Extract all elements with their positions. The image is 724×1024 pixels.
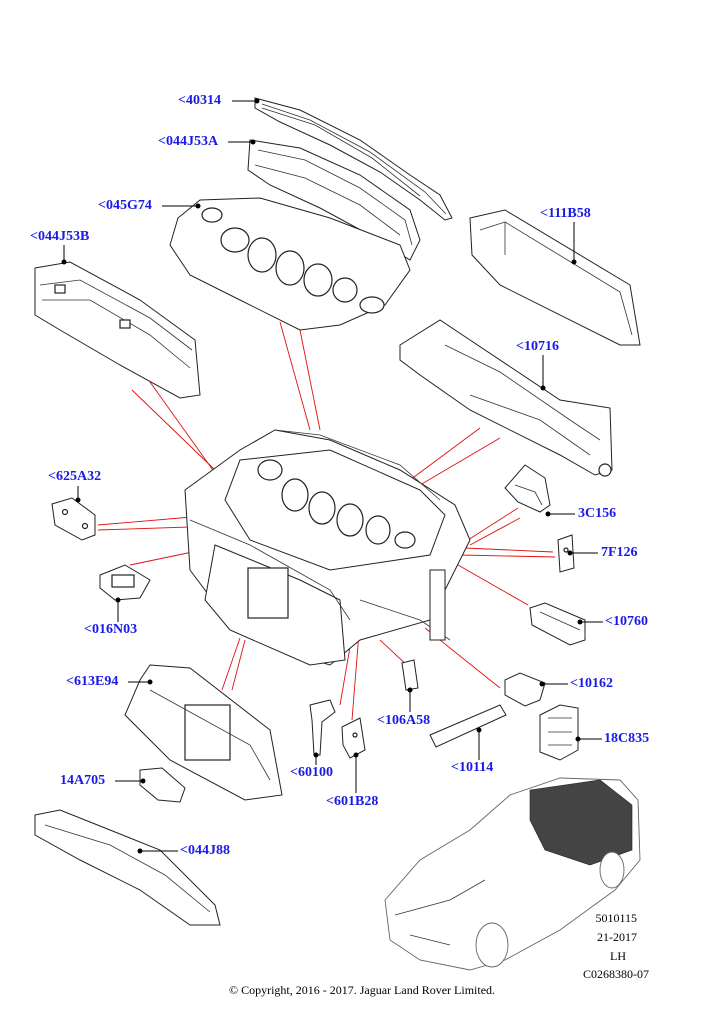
callout-10114[interactable]: <10114 <box>451 760 494 775</box>
part-10114 <box>429 704 507 748</box>
callout-111B58[interactable]: <111B58 <box>540 206 591 221</box>
part-40314 <box>254 97 453 221</box>
part-18C835 <box>539 704 579 761</box>
callout-016N03[interactable]: <016N03 <box>84 622 138 637</box>
callout-044J88[interactable]: <044J88 <box>180 843 230 858</box>
callout-40314[interactable]: <40314 <box>178 93 221 108</box>
part-044J88 <box>34 809 221 926</box>
part-10760 <box>529 602 586 646</box>
callout-7F126[interactable]: 7F126 <box>601 545 638 560</box>
part-14A705 <box>139 767 186 803</box>
part-10716 <box>399 319 613 477</box>
callout-10760[interactable]: <10760 <box>605 614 648 629</box>
callout-045G74[interactable]: <045G74 <box>98 198 152 213</box>
callout-10162[interactable]: <10162 <box>570 676 613 691</box>
callout-60100[interactable]: <60100 <box>290 765 333 780</box>
part-045G74 <box>169 197 411 331</box>
callout-14A705[interactable]: 14A705 <box>60 773 106 788</box>
part-601B28 <box>341 717 366 759</box>
part-10162 <box>504 672 546 707</box>
part-044J53A <box>247 139 421 261</box>
callout-leaders <box>61 98 603 854</box>
central-assembly <box>184 429 471 666</box>
part-625A32 <box>51 497 96 541</box>
reference-number: 5010115 <box>595 911 637 925</box>
reference-side: LH <box>610 949 626 963</box>
red-leader-lines <box>97 321 556 721</box>
copyright-notice: © Copyright, 2016 - 2017. Jaguar Land Ro… <box>228 983 496 997</box>
callout-3C156[interactable]: 3C156 <box>578 506 617 521</box>
part-044J53B <box>34 261 201 399</box>
part-7F126 <box>557 534 575 573</box>
callout-044J53B[interactable]: <044J53B <box>30 229 90 244</box>
part-613E94 <box>124 664 283 801</box>
reference-date: 21-2017 <box>597 930 637 944</box>
callout-044J53A[interactable]: <044J53A <box>158 134 219 149</box>
callout-10716[interactable]: <10716 <box>516 339 559 354</box>
vehicle-illustration <box>384 777 641 971</box>
part-016N03 <box>99 564 151 601</box>
callout-613E94[interactable]: <613E94 <box>66 674 119 689</box>
part-3C156 <box>504 464 551 513</box>
part-111B58 <box>469 209 641 346</box>
callout-18C835[interactable]: 18C835 <box>604 731 650 746</box>
callout-625A32[interactable]: <625A32 <box>48 469 102 484</box>
part-106A58 <box>401 659 419 691</box>
part-60100 <box>309 699 336 756</box>
callout-601B28[interactable]: <601B28 <box>326 794 379 809</box>
reference-code: C0268380-07 <box>583 967 649 981</box>
callout-106A58[interactable]: <106A58 <box>377 713 431 728</box>
